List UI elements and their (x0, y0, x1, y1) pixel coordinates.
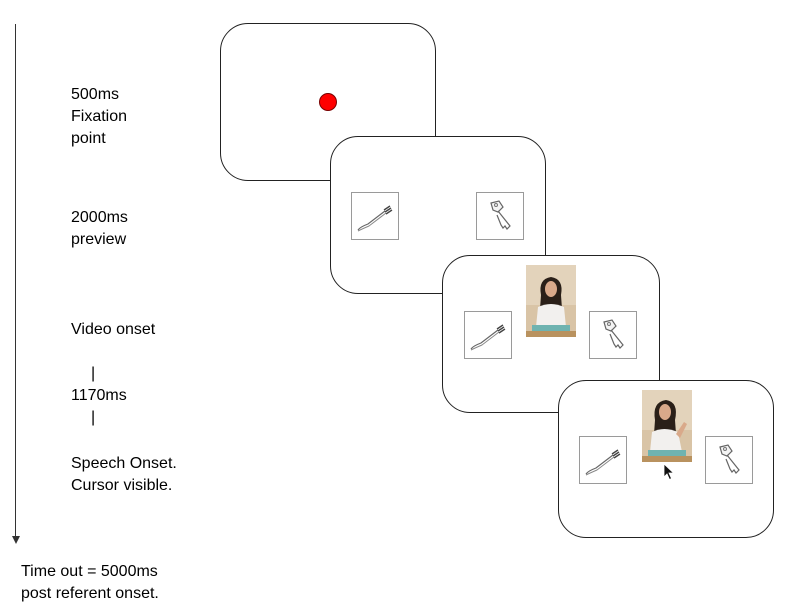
label-timeout-line2: post referent onset. (21, 585, 159, 602)
key-icon (719, 444, 740, 474)
label-timeout: Time out = 5000ms post referent onset. (21, 561, 159, 605)
label-fixation-duration: 500ms (71, 86, 120, 103)
label-speech-onset: Speech Onset. Cursor visible. (71, 453, 177, 497)
speaker-video (526, 265, 576, 337)
label-bar-top-text: | (91, 365, 96, 382)
speaker-video (642, 390, 692, 462)
label-video-onset-text: Video onset (71, 321, 156, 338)
screen-speech-onset (558, 380, 774, 538)
label-bar-bottom: | (91, 407, 95, 429)
timeline-line (15, 24, 16, 536)
object-fork (579, 436, 627, 484)
timeline-arrow-icon (12, 536, 20, 544)
label-latency: 1170ms (71, 385, 127, 407)
label-fixation-line3: point (71, 130, 106, 147)
label-video-onset: Video onset (71, 319, 155, 341)
label-timeout-line1: Time out = 5000ms (21, 563, 158, 580)
label-preview-line2: preview (71, 231, 127, 248)
label-fixation-line2: Fixation (71, 108, 128, 125)
key-icon (490, 200, 511, 230)
label-bar-bottom-text: | (91, 409, 96, 426)
fork-icon (470, 324, 506, 351)
label-bar-top: | (91, 363, 95, 385)
fork-icon (585, 449, 621, 476)
object-key (476, 192, 524, 240)
label-fixation: 500ms Fixation point (71, 84, 127, 150)
screen-fixation (220, 23, 436, 181)
label-speech-line1: Speech Onset. (71, 455, 177, 472)
speaker-video-image-icon (526, 265, 576, 337)
object-fork (464, 311, 512, 359)
label-preview-duration: 2000ms (71, 209, 128, 226)
label-preview: 2000ms preview (71, 207, 128, 251)
fixation-dot (319, 93, 337, 111)
label-latency-text: 1170ms (71, 387, 127, 404)
object-fork (351, 192, 399, 240)
label-speech-line2: Cursor visible. (71, 477, 173, 494)
fork-icon (357, 205, 393, 232)
key-icon (603, 319, 624, 349)
mouse-cursor-icon (663, 463, 675, 481)
object-key (589, 311, 637, 359)
object-key (705, 436, 753, 484)
speaker-video-image-icon (642, 390, 692, 462)
